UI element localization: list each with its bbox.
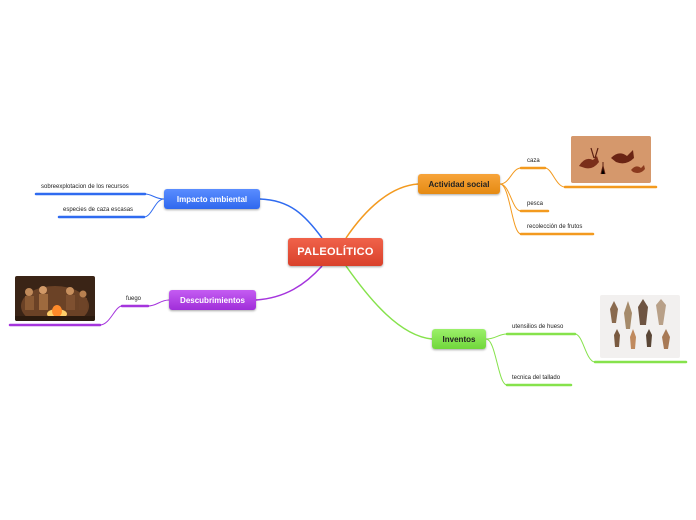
leaf-utensilios-hueso[interactable]: utensilios de hueso [512,323,563,331]
cave-painting-image[interactable] [571,136,651,183]
connector-impacto [260,199,322,238]
leaf-especies-caza[interactable]: especies de caza escasas [63,206,133,214]
branch-actividad-social[interactable]: Actividad social [418,174,500,194]
stone-arrowheads-image[interactable] [600,295,680,358]
connector-social [346,184,418,238]
leaf-caza[interactable]: caza [527,157,540,165]
branch-impacto-ambiental[interactable]: Impacto ambiental [164,189,260,209]
cave-family-fire-image[interactable] [15,276,95,321]
leaf-tecnica-tallado[interactable]: tecnica del tallado [512,374,560,382]
branch-descubrimientos[interactable]: Descubrimientos [169,290,256,310]
leaf-pesca[interactable]: pesca [527,200,543,208]
branch-inventos[interactable]: Inventos [432,329,486,349]
connector-inventos [346,266,432,339]
connector-descubrimientos [256,266,322,300]
leaf-recoleccion[interactable]: recolección de frutos [527,223,582,231]
leaf-fuego[interactable]: fuego [126,295,141,303]
central-topic[interactable]: PALEOLÍTICO [288,238,383,266]
leaf-sobreexplotacion[interactable]: sobreexplotacion de los recursos [41,183,129,191]
